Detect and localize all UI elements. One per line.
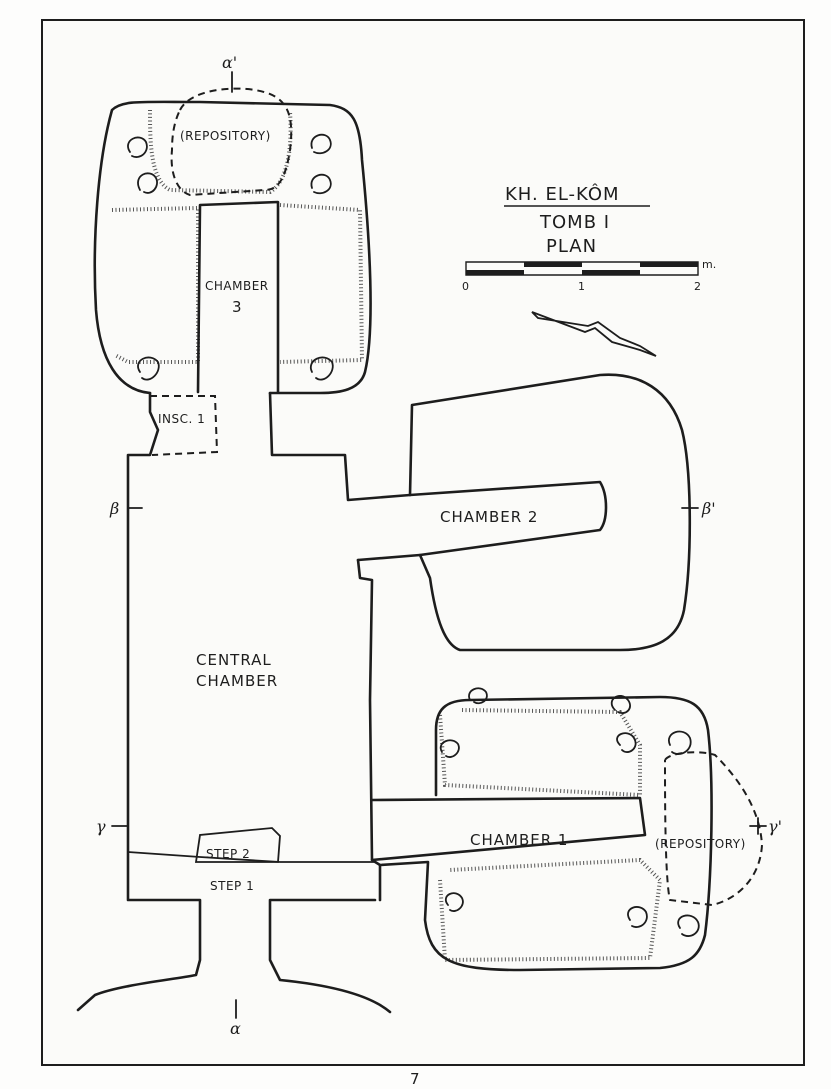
chamber-2-bench — [408, 480, 608, 557]
marker-alpha-prime: α' — [222, 53, 237, 72]
label-central-chamber: CENTRAL — [196, 651, 272, 669]
chamber-1-outline — [378, 695, 713, 972]
label-step-2: STEP 2 — [206, 847, 250, 861]
repository-top-outline — [170, 87, 293, 197]
scale-unit: m. — [702, 258, 716, 271]
marker-beta: β — [109, 499, 119, 518]
marker-beta-prime: β' — [701, 499, 716, 518]
step-lines — [127, 851, 376, 863]
label-inscription: INSC. 1 — [158, 412, 205, 426]
chamber-3-outline — [93, 100, 372, 395]
label-chamber-2: CHAMBER 2 — [440, 508, 538, 526]
section-marker-lines — [111, 71, 767, 1019]
plan-subtitle-tomb: TOMB I — [539, 212, 610, 233]
scale-tick-1: 1 — [578, 280, 585, 293]
plan-subtitle-plan: PLAN — [546, 236, 597, 257]
scale-tick-0: 0 — [462, 280, 469, 293]
entrance-passage-right — [268, 898, 392, 1014]
chamber-3-passage — [196, 200, 280, 394]
plan-title: KH. EL-KÔM — [505, 183, 620, 205]
marker-alpha: α — [230, 1019, 241, 1038]
page-number: 7 — [410, 1070, 421, 1088]
label-central-chamber-2: CHAMBER — [196, 672, 278, 690]
marker-gamma-prime: γ' — [768, 817, 782, 836]
label-repository-right: (REPOSITORY) — [655, 837, 746, 851]
repository-right-outline — [664, 751, 764, 907]
drawing-frame — [41, 19, 805, 1066]
scale-bar — [465, 261, 699, 276]
central-chamber-east-wall — [268, 391, 412, 502]
scale-tick-2: 2 — [694, 280, 701, 293]
chamber-1-passage — [370, 796, 647, 862]
label-step-1: STEP 1 — [210, 879, 254, 893]
marker-gamma: γ — [96, 817, 106, 836]
loculi-bumps-north — [127, 133, 334, 381]
north-arrow-icon — [531, 311, 657, 357]
central-chamber-outline — [76, 391, 202, 1012]
chamber-2-outline — [356, 373, 692, 652]
label-chamber-3-number: 3 — [232, 298, 243, 316]
loculi-bumps-chamber-1 — [439, 687, 700, 937]
label-chamber-1: CHAMBER 1 — [470, 831, 568, 849]
step-2-outline — [194, 827, 281, 863]
chamber-1-bench-bottom — [438, 857, 663, 963]
label-chamber-3: CHAMBER — [205, 279, 269, 293]
label-repository-top: (REPOSITORY) — [180, 129, 271, 143]
